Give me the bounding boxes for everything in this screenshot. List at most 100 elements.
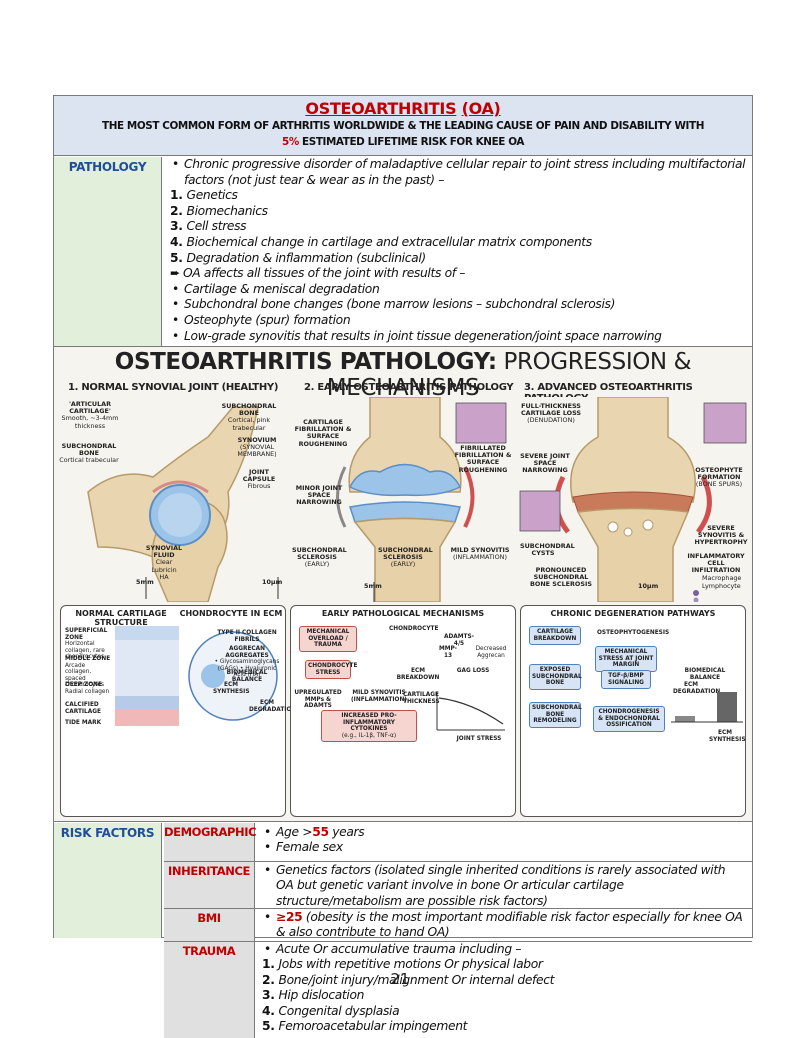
table-header: OSTEOARTHRITIS (OA) THE MOST COMMON FORM… (54, 96, 752, 156)
label-collagen-fibrils: TYPE II COLLAGEN FIBRILS (217, 630, 277, 643)
label-synovium: SYNOVIUM(SYNOVIAL MEMBRANE) (237, 436, 277, 459)
pathology-figure: OSTEOARTHRITIS PATHOLOGY: PROGRESSION & … (54, 346, 752, 822)
node-chondrocyte-stress: CHONDROCYTE STRESS (305, 660, 357, 680)
label-macrophage: Macrophage (702, 574, 742, 582)
arrow-text: OA affects all tissues of the joint with… (182, 266, 466, 281)
trauma-content: Acute Or accumulative trauma including –… (256, 942, 752, 1034)
right-arrow-icon: ➨ (170, 266, 180, 281)
divider (164, 908, 752, 909)
scale-bar-10um: 10μm (262, 578, 283, 586)
factor-num: 2. (170, 203, 183, 218)
scale-bar-5mm-early: 5mm (364, 582, 382, 590)
subtitle-pct: 5% (281, 136, 299, 148)
node-bone-remodeling: SUBCHONDRAL BONE REMODELING (529, 702, 582, 728)
ecm-balance-bars (671, 692, 743, 723)
label-osteophyte: OSTEOPHYTE FORMATION(BONE SPURS) (695, 466, 743, 489)
subtitle: THE MOST COMMON FORM OF ARTHRITIS WORLDW… (54, 118, 752, 150)
label-severe-synovitis: SEVERE SYNOVITIS & HYPERTROPHY (694, 524, 748, 547)
bmi-value: ≥25 (276, 910, 303, 924)
inheritance-content: Genetics factors (isolated single inheri… (256, 863, 752, 909)
label-fibrillated: FIBRILLATED FIBRILLATION & SURFACE ROUGH… (454, 444, 512, 474)
risk-factors-label: RISK FACTORS (54, 823, 162, 938)
advanced-oa-panel: FULL-THICKNESS CARTILAGE LOSS(DENUDATION… (518, 396, 750, 603)
title-abbr: (OA) (461, 99, 501, 118)
factor-item: 1.Genetics (170, 188, 746, 204)
node-decreased-aggrecan: Decreased Aggrecan (475, 646, 507, 659)
label-minor-joint-space: MINOR JOINT SPACE NARROWING (295, 484, 343, 507)
subtitle-part-1: THE MOST COMMON FORM OF ARTHRITIS WORLDW… (102, 120, 405, 132)
node-mechanical-stress: MECHANICAL STRESS AT JOINT MARGIN (595, 646, 657, 672)
result-item: Subchondral bone changes (bone marrow le… (170, 297, 746, 313)
trauma-item: 1.Jobs with repetitive motions Or physic… (262, 957, 543, 972)
label-lymphocyte: Lymphocyte (702, 582, 741, 590)
trauma-item: 4.Congenital dysplasia (262, 1003, 400, 1018)
node-cartilage-breakdown: CARTILAGE BREAKDOWN (529, 626, 581, 646)
label-mild-synovitis: MILD SYNOVITIS(INFLAMMATION) (450, 546, 510, 562)
factor-text: Cell stress (186, 219, 247, 234)
label-pronounced-sclerosis: PRONOUNCED SUBCHONDRAL BONE SCLEROSIS (530, 566, 592, 589)
label-inflammatory-infiltration: INFLAMMATORY CELL INFILTRATION (687, 552, 745, 575)
node-ecm-synthesis: ECM SYNTHESIS (709, 730, 746, 743)
node-adamts: ADAMTS-4/5 (443, 634, 475, 647)
node-cytokines: INCREASED PRO-INFLAMMATORY CYTOKINES(e.g… (321, 710, 417, 743)
result-item: Osteophyte (spur) formation (170, 313, 746, 329)
label-joint-stress: JOINT STRESS (456, 736, 502, 742)
page-number: 21 (390, 970, 410, 988)
normal-cartilage-box: NORMAL CARTILAGE STRUCTURE CHONDROCYTE I… (60, 605, 297, 817)
label-articular-cartilage: 'ARTICULAR CARTILAGE'Smooth, ~3-4mm thic… (61, 400, 119, 430)
label-sclerosis-left: SUBCHONDRAL SCLEROSIS(EARLY) (292, 546, 347, 569)
demographic-content: Age >55 years Female sex (256, 825, 752, 856)
normal-hip-illustration (58, 397, 288, 603)
factor-text: Genetics (186, 188, 238, 203)
category-inheritance: INHERITANCE (164, 862, 255, 908)
sex-item: Female sex (262, 840, 746, 856)
label-ecm-degradation: ECM DEGRADATION (249, 700, 297, 713)
label-sclerosis-center: SUBCHONDRAL SCLEROSIS(EARLY) (378, 546, 433, 569)
subtitle-part-2: THE LEADING CAUSE OF PAIN AND DISABILITY… (419, 120, 704, 132)
normal-joint-panel: 'ARTICULAR CARTILAGE'Smooth, ~3-4mm thic… (58, 397, 288, 603)
figure-title-bold: OSTEOARTHRITIS PATHOLOGY: (114, 349, 497, 375)
panel-2-heading: 2. EARLY OSTEOARTHRITIS PATHOLOGY (304, 382, 514, 393)
factor-item: 2.Biomechanics (170, 204, 746, 220)
pathology-label: PATHOLOGY (54, 157, 162, 346)
trauma-intro: Acute Or accumulative trauma including – (262, 942, 746, 958)
label-full-thickness-loss: FULL-THICKNESS CARTILAGE LOSS(DENUDATION… (520, 402, 582, 425)
factor-item: 5.Degradation & inflammation (subclinica… (170, 251, 746, 267)
thickness-stress-plot (436, 692, 505, 731)
label-biomedical-balance: BIOMEDICAL BALANCE (226, 670, 268, 683)
label-tide-mark: TIDE MARK (65, 720, 102, 726)
category-demographic: DEMOGRAPHIC (164, 823, 257, 861)
node-exposed-bone: EXPOSED SUBCHONDRAL BONE (529, 664, 582, 690)
age-value: 55 (312, 825, 329, 839)
title-main: OSTEOARTHRITIS (305, 99, 457, 118)
box1-heading-left: NORMAL CARTILAGE STRUCTURE (75, 609, 167, 627)
node-upregulated: UPREGULATED MMPs & ADAMTS (294, 690, 342, 710)
result-item: Low-grade synovitis that results in join… (170, 329, 746, 345)
panel-1-heading: 1. NORMAL SYNOVIAL JOINT (HEALTHY) (68, 382, 279, 393)
inheritance-item: Genetics factors (isolated single inheri… (262, 863, 746, 909)
trauma-item: 2.Bone/joint injury/malignment Or intern… (262, 972, 555, 987)
factor-num: 1. (170, 188, 183, 203)
early-oa-panel: CARTILAGE FIBRILLATION & SURFACE ROUGHEN… (290, 396, 516, 603)
label-calcified-cartilage: CALCIFIED CARTILAGE (65, 702, 101, 715)
trauma-item: 5.Femoroacetabular impingement (262, 1019, 468, 1034)
divider (164, 861, 752, 862)
cartilage-zones-illustration (115, 626, 179, 726)
scale-bar-10um-adv: 10μm (638, 582, 659, 590)
oa-summary-table: OSTEOARTHRITIS (OA) THE MOST COMMON FORM… (53, 95, 753, 1038)
early-mechanisms-box: EARLY PATHOLOGICAL MECHANISMS MECHANICAL… (290, 605, 516, 817)
page-title: OSTEOARTHRITIS (OA) (54, 99, 752, 118)
pathology-intro: Chronic progressive disorder of maladapt… (170, 157, 746, 188)
factor-text: Biochemical change in cartilage and extr… (186, 234, 593, 249)
factor-text: Biomechanics (186, 203, 269, 218)
label-aggrecan: AGGRECAN AGGREGATES• Glycosaminoglycans … (214, 646, 280, 679)
subtitle-part-3: ESTIMATED LIFETIME RISK FOR KNEE OA (302, 136, 525, 148)
scale-bar-5mm: 5mm (136, 578, 154, 586)
factor-item: 3.Cell stress (170, 219, 746, 235)
